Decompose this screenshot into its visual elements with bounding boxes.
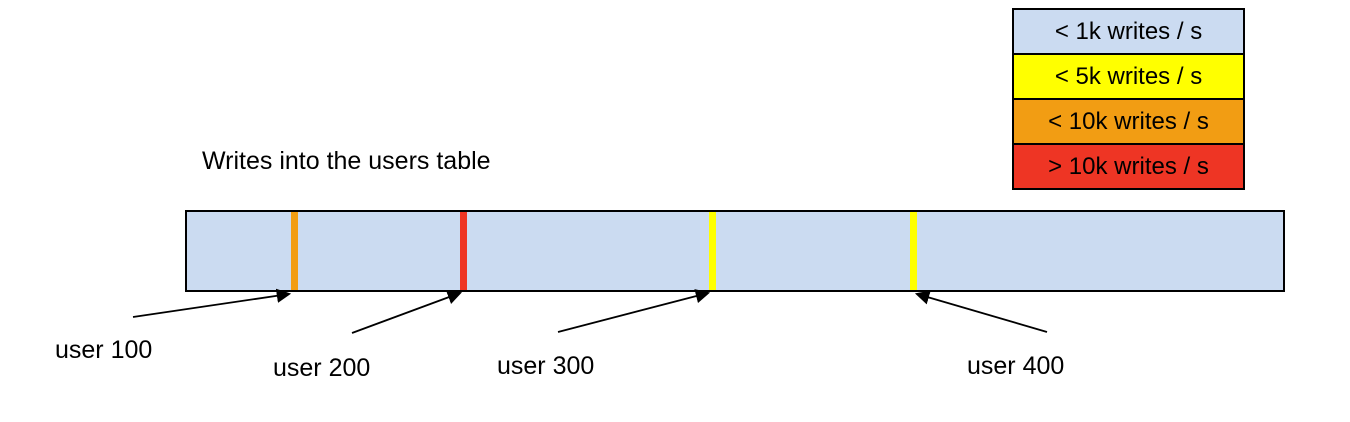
stripe-user-200 — [460, 212, 467, 290]
stripe-user-400 — [910, 212, 917, 290]
label-user-300: user 300 — [497, 352, 595, 380]
users-table-bar — [185, 210, 1285, 292]
arrow-user-200 — [351, 290, 463, 334]
label-user-200: user 200 — [273, 354, 371, 382]
legend-item-gt-10k: > 10k writes / s — [1012, 143, 1245, 190]
legend-item-lt-1k: < 1k writes / s — [1012, 8, 1245, 55]
legend-item-lt-5k: < 5k writes / s — [1012, 53, 1245, 100]
stripe-user-100 — [291, 212, 298, 290]
stripe-user-300 — [709, 212, 716, 290]
arrow-user-400 — [914, 290, 1048, 333]
diagram-title: Writes into the users table — [202, 147, 491, 175]
legend-item-lt-10k: < 10k writes / s — [1012, 98, 1245, 145]
label-user-100: user 100 — [55, 336, 153, 364]
arrow-user-100 — [132, 288, 292, 318]
write-rate-legend: < 1k writes / s < 5k writes / s < 10k wr… — [1012, 8, 1245, 190]
label-user-400: user 400 — [967, 352, 1065, 380]
arrow-user-300 — [557, 289, 711, 333]
